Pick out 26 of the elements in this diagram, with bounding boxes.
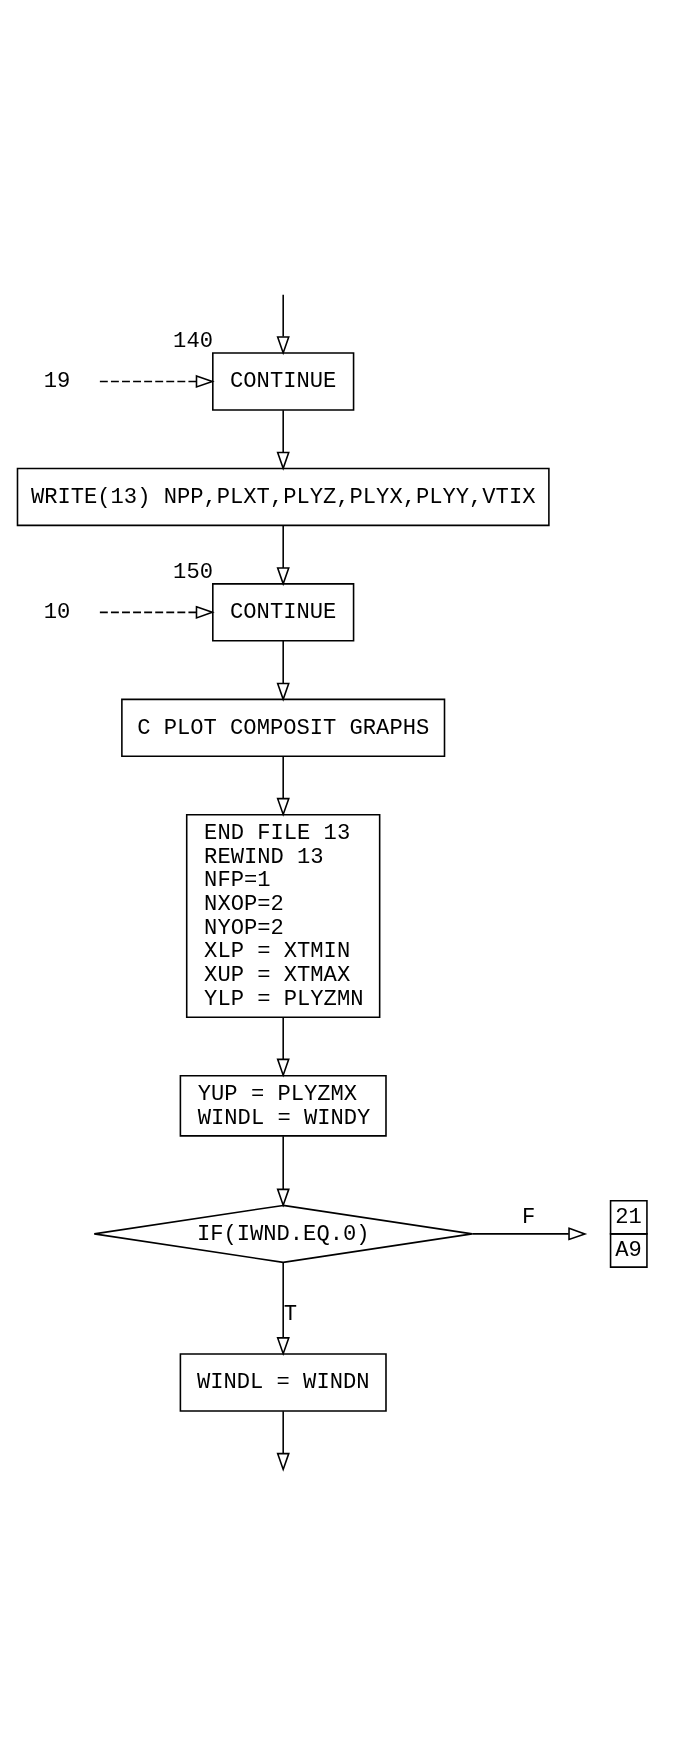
node-label: 140	[173, 328, 213, 354]
arrow	[276, 524, 290, 587]
node-text: 19	[43, 369, 71, 395]
node-box: YUP = PLYZMX WINDL = WINDY	[179, 1074, 387, 1137]
edge-label: F	[522, 1205, 536, 1231]
node-box: CONTINUE	[212, 583, 355, 642]
arrow	[471, 1227, 588, 1241]
node-label: 150	[173, 559, 213, 585]
node-box: WINDL = WINDN	[179, 1353, 387, 1412]
node-text: 10	[43, 600, 71, 626]
arrow	[276, 1262, 290, 1357]
arrow	[276, 409, 290, 471]
node-box: C PLOT COMPOSIT GRAPHS	[121, 698, 446, 758]
arrow	[276, 755, 290, 817]
node-box: CONTINUE	[212, 352, 355, 411]
node-box: END FILE 13 REWIND 13 NFP=1 NXOP=2 NYOP=2 XLP = XTMIN XUP = XTMAX YLP = PLYZMN	[185, 814, 381, 1018]
edge-label: T	[283, 1301, 297, 1327]
arrow	[276, 640, 290, 702]
node-box: WRITE(13) NPP,PLXT,PLYZ,PLYX,PLYY,VTIX	[16, 467, 550, 527]
arrow	[276, 1410, 290, 1472]
arrow	[276, 293, 290, 356]
arrow	[99, 374, 215, 389]
node-diamond: IF(IWND.EQ.0)	[93, 1204, 473, 1264]
arrow	[276, 1135, 290, 1208]
arrow	[99, 605, 215, 619]
arrow	[276, 1016, 290, 1078]
